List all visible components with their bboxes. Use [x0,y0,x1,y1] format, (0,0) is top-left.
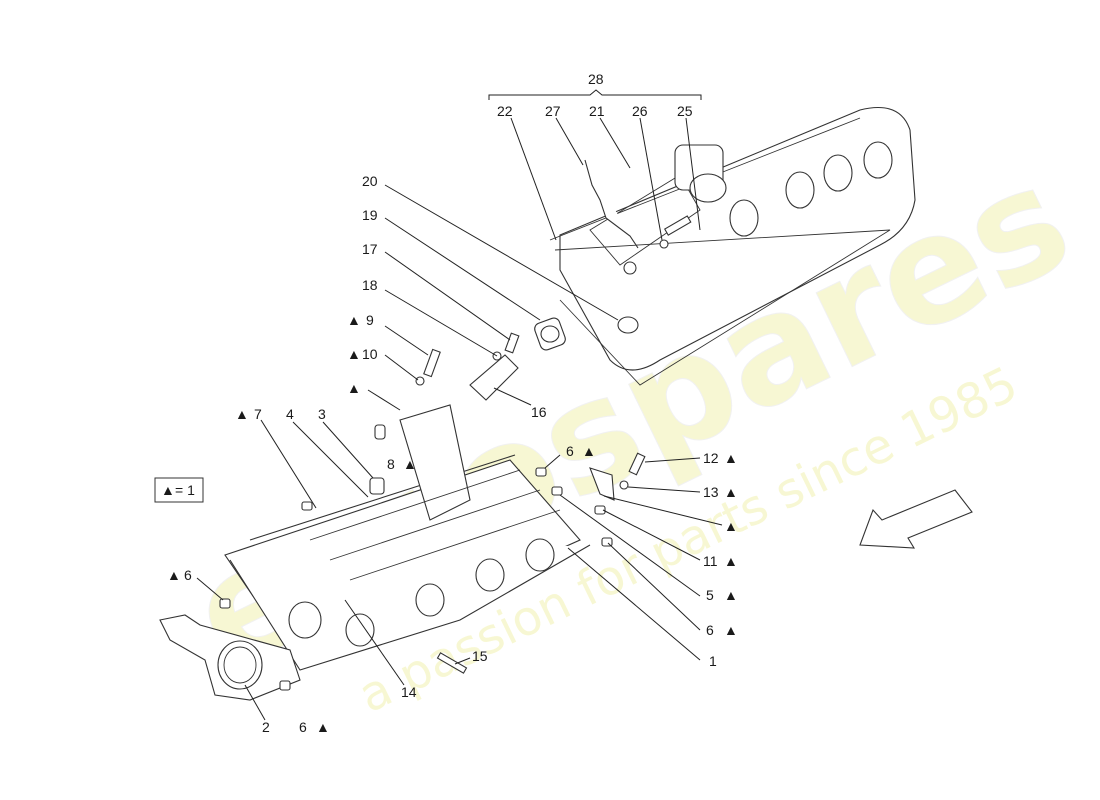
callout-10-triangle: ▲ [347,346,361,362]
callout-13-triangle: ▲ [724,484,738,500]
valve-cover [549,106,916,386]
callout-10: 10 [362,346,378,362]
callout-6a-triangle: ▲ [582,443,596,459]
legend-box: ▲ = 1 [154,477,204,503]
callout-7: 7 [254,406,262,422]
callout-5: 5 [706,587,714,603]
callout-26: 26 [632,103,648,119]
callout-14: 14 [401,684,417,700]
direction-arrow [859,489,973,549]
callout-2: 2 [262,719,270,735]
head-gasket [159,614,301,701]
callout-9-triangle: ▲ [347,312,361,328]
callout-21: 21 [589,103,605,119]
callout-6a: 6 [566,443,574,459]
callout-12: 12 [703,450,719,466]
callout-6c: 6 [184,567,192,583]
small-parts [219,317,646,691]
callout-6d: 6 [299,719,307,735]
cylinder-head [224,404,591,671]
callout-17: 17 [362,241,378,257]
callout-4: 4 [286,406,294,422]
callout-3: 3 [318,406,326,422]
callout-20: 20 [362,173,378,189]
legend-text: = 1 [175,482,195,498]
callout-8-triangle: ▲ [403,456,417,472]
callout-28: 28 [588,71,604,87]
callout-11-triangle: ▲ [724,553,738,569]
callout-11: 11 [703,553,718,569]
callout-triangle-only-b: ▲ [724,518,738,534]
callout-labels: 28 22 27 21 26 25 20 19 17 18 ▲ 9 ▲ 10 ▲… [167,71,738,735]
callout-7-triangle: ▲ [235,406,249,422]
callout-15: 15 [472,648,488,664]
callout-9: 9 [366,312,374,328]
bracket-28 [488,89,702,100]
callout-6c-triangle: ▲ [167,567,181,583]
callout-1: 1 [709,653,717,669]
callout-triangle-only-a: ▲ [347,380,361,396]
callout-25: 25 [677,103,693,119]
legend-symbol: ▲ [161,482,175,498]
leader-lines [196,117,723,721]
callout-6b-triangle: ▲ [724,622,738,638]
callout-27: 27 [545,103,561,119]
callout-6d-triangle: ▲ [316,719,330,735]
callout-12-triangle: ▲ [724,450,738,466]
callout-13: 13 [703,484,719,500]
callout-5-triangle: ▲ [724,587,738,603]
callout-8: 8 [387,456,395,472]
callout-16: 16 [531,404,547,420]
callout-18: 18 [362,277,378,293]
callout-19: 19 [362,207,378,223]
callout-22: 22 [497,103,513,119]
callout-6b: 6 [706,622,714,638]
